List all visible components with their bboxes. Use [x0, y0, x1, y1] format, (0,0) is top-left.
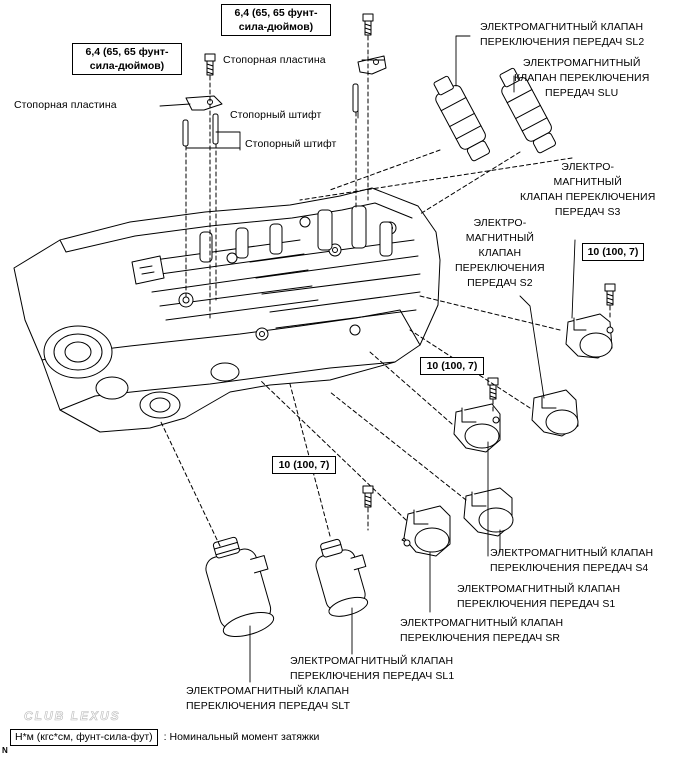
label-plate-left: Стопорная пластина — [14, 99, 117, 111]
legend-description: : Номинальный момент затяжки — [163, 731, 320, 743]
torque-box-sr: 10 (100, 7) — [272, 456, 336, 474]
label-plate-right: Стопорная пластина — [223, 54, 326, 66]
label-solenoid-slt: ЭЛЕКТРОМАГНИТНЫЙ КЛАПАН ПЕРЕКЛЮЧЕНИЯ ПЕР… — [186, 685, 351, 712]
retaining-plate-right — [357, 55, 387, 75]
label-pin-right: Стопорный штифт — [230, 109, 322, 121]
bolt-icons — [204, 13, 616, 508]
solenoid-sl1 — [315, 538, 369, 617]
label-solenoid-sl1: ЭЛЕКТРОМАГНИТНЫЙ КЛАПАН ПЕРЕКЛЮЧЕНИЯ ПЕР… — [290, 655, 455, 682]
figure-code: N — [2, 746, 8, 755]
solenoid-sl2 — [433, 75, 490, 162]
label-solenoid-s1: ЭЛЕКТРОМАГНИТНЫЙ КЛАПАН ПЕРЕКЛЮЧЕНИЯ ПЕР… — [457, 583, 621, 610]
leader-lines — [159, 35, 576, 683]
legend: Н*м (кгс*см, фунт-сила-фут) : Номинальны… — [10, 728, 319, 746]
solenoid-s1 — [453, 403, 501, 453]
solenoid-s2 — [531, 389, 579, 437]
label-solenoid-s2: ЭЛЕКТРО- МАГНИТНЫЙ КЛАПАН ПЕРЕКЛЮЧЕНИЯ П… — [455, 217, 545, 289]
solenoid-sr — [401, 505, 451, 557]
torque-box-s3: 10 (100, 7) — [582, 243, 644, 261]
torque-box-top: 6,4 (65, 65 фунт- сила-дюймов) — [221, 4, 331, 36]
label-solenoid-s3: ЭЛЕКТРО- МАГНИТНЫЙ КЛАПАН ПЕРЕКЛЮЧЕНИЯ П… — [520, 161, 656, 218]
valve-body — [13, 187, 441, 433]
label-solenoid-s4: ЭЛЕКТРОМАГНИТНЫЙ КЛАПАН ПЕРЕКЛЮЧЕНИЯ ПЕР… — [490, 547, 654, 574]
label-solenoid-sl2: ЭЛЕКТРОМАГНИТНЫЙ КЛАПАН ПЕРЕКЛЮЧЕНИЯ ПЕР… — [480, 21, 645, 48]
torque-box-s1: 10 (100, 7) — [420, 357, 484, 375]
retaining-plate-left — [185, 95, 223, 111]
label-solenoid-slu: ЭЛЕКТРОМАГНИТНЫЙ КЛАПАН ПЕРЕКЛЮЧЕНИЯ ПЕР… — [514, 57, 650, 99]
label-pin-left: Стопорный штифт — [245, 138, 337, 150]
solenoid-s3 — [565, 313, 614, 359]
solenoid-slu — [499, 67, 556, 154]
torque-box-left: 6,4 (65, 65 фунт- сила-дюймов) — [72, 43, 182, 75]
solenoid-s4 — [463, 487, 514, 537]
solenoid-slt — [205, 536, 275, 638]
legend-units-box: Н*м (кгс*см, фунт-сила-фут) — [10, 728, 158, 746]
club-lexus-watermark: CLUB LEXUS — [24, 709, 121, 724]
label-solenoid-sr: ЭЛЕКТРОМАГНИТНЫЙ КЛАПАН ПЕРЕКЛЮЧЕНИЯ ПЕР… — [400, 617, 564, 644]
